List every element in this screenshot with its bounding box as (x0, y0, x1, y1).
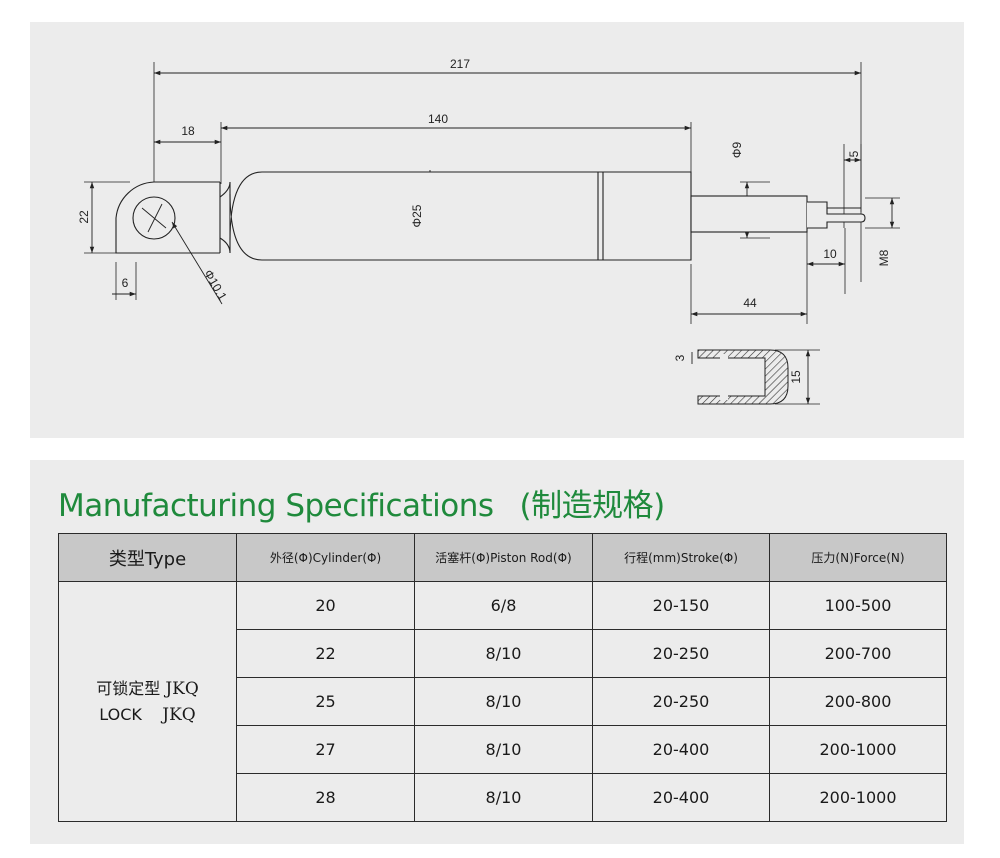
spec-table: 类型Type 外径(Φ)Cylinder(Φ) 活塞杆(Φ)Piston Rod… (58, 533, 947, 822)
cell-force: 200-800 (769, 677, 947, 726)
cell-force: 200-700 (769, 629, 947, 678)
cell-stroke: 20-250 (592, 629, 770, 678)
cell-piston-rod: 8/10 (414, 773, 593, 822)
header-type: 类型Type (58, 533, 237, 582)
dim-body-length: 140 (428, 112, 448, 126)
cell-cylinder: 25 (236, 677, 415, 726)
cell-cylinder: 20 (236, 581, 415, 630)
dim-overall: 217 (450, 57, 470, 71)
clip-section (697, 349, 789, 405)
eye-hole (132, 196, 176, 240)
type-line-1: 可锁定型 JKQ (60, 676, 235, 702)
dim-rod-length: 44 (743, 296, 757, 310)
cell-stroke: 20-250 (592, 677, 770, 726)
table-row: 28 8/10 20-400 200-1000 (59, 773, 947, 822)
cell-stroke: 20-400 (592, 773, 770, 822)
table-row: 可锁定型 JKQ LOCK JKQ 20 6/8 20-150 100-500 (58, 581, 947, 822)
cell-stroke: 20-400 (592, 725, 770, 774)
dim-stud-length: 5 (847, 150, 861, 157)
type-line-2-code: JKQ (162, 704, 196, 725)
type-line-2: LOCK JKQ (60, 702, 235, 728)
dim-thread: M8 (877, 249, 891, 266)
dim-body-diameter: Φ25 (410, 204, 424, 227)
spec-title-en: Manufacturing Specifications (58, 488, 494, 524)
dim-eye-height: 22 (77, 210, 91, 224)
dim-eye-edge: 6 (122, 276, 129, 290)
dim-hole-diameter: Φ10.1 (201, 267, 230, 303)
specifications-panel: Manufacturing Specifications (制造规格) 类型Typ… (30, 460, 964, 844)
cell-piston-rod: 8/10 (414, 677, 593, 726)
hole-centerline (141, 203, 167, 233)
dim-rod-diameter: Φ9 (730, 142, 744, 159)
header-stroke: 行程(mm)Stroke(Φ) (592, 533, 770, 582)
cell-piston-rod: 8/10 (414, 725, 593, 774)
cell-force: 100-500 (769, 581, 947, 630)
dim-clip-height: 15 (789, 370, 803, 384)
header-force: 压力(N)Force(N) (769, 533, 947, 582)
cell-cylinder: 27 (236, 725, 415, 774)
table-header-row: 类型Type 外径(Φ)Cylinder(Φ) 活塞杆(Φ)Piston Rod… (58, 533, 947, 582)
cell-cylinder: 22 (236, 629, 415, 678)
dim-clip-thickness: 3 (673, 354, 687, 361)
type-line-1-code: JKQ (165, 678, 199, 699)
spec-title-cn: (制造规格) (519, 488, 666, 524)
cell-piston-rod: 6/8 (414, 581, 593, 630)
header-cylinder: 外径(Φ)Cylinder(Φ) (236, 533, 415, 582)
cell-piston-rod: 8/10 (414, 629, 593, 678)
dim-eye-offset: 18 (181, 124, 195, 138)
type-line-2-text: LOCK (99, 704, 142, 724)
cell-stroke: 20-150 (592, 581, 770, 630)
header-piston-rod: 活塞杆(Φ)Piston Rod(Φ) (414, 533, 593, 582)
type-line-1-text: 可锁定型 (96, 678, 161, 698)
table-row: 25 8/10 20-250 200-800 (59, 677, 947, 726)
type-cell: 可锁定型 JKQ LOCK JKQ (58, 581, 237, 822)
technical-drawing-panel: 217 140 18 22 6 Φ10.1 Φ25 Φ9 5 10 M8 44 … (30, 22, 964, 438)
gas-spring-drawing: 217 140 18 22 6 Φ10.1 Φ25 Φ9 5 10 M8 44 … (77, 57, 900, 405)
cell-force: 200-1000 (769, 725, 947, 774)
spec-title: Manufacturing Specifications (制造规格) (58, 480, 665, 525)
dim-thread-length: 10 (823, 247, 837, 261)
cell-force: 200-1000 (769, 773, 947, 822)
part-outline (115, 171, 866, 261)
cell-cylinder: 28 (236, 773, 415, 822)
